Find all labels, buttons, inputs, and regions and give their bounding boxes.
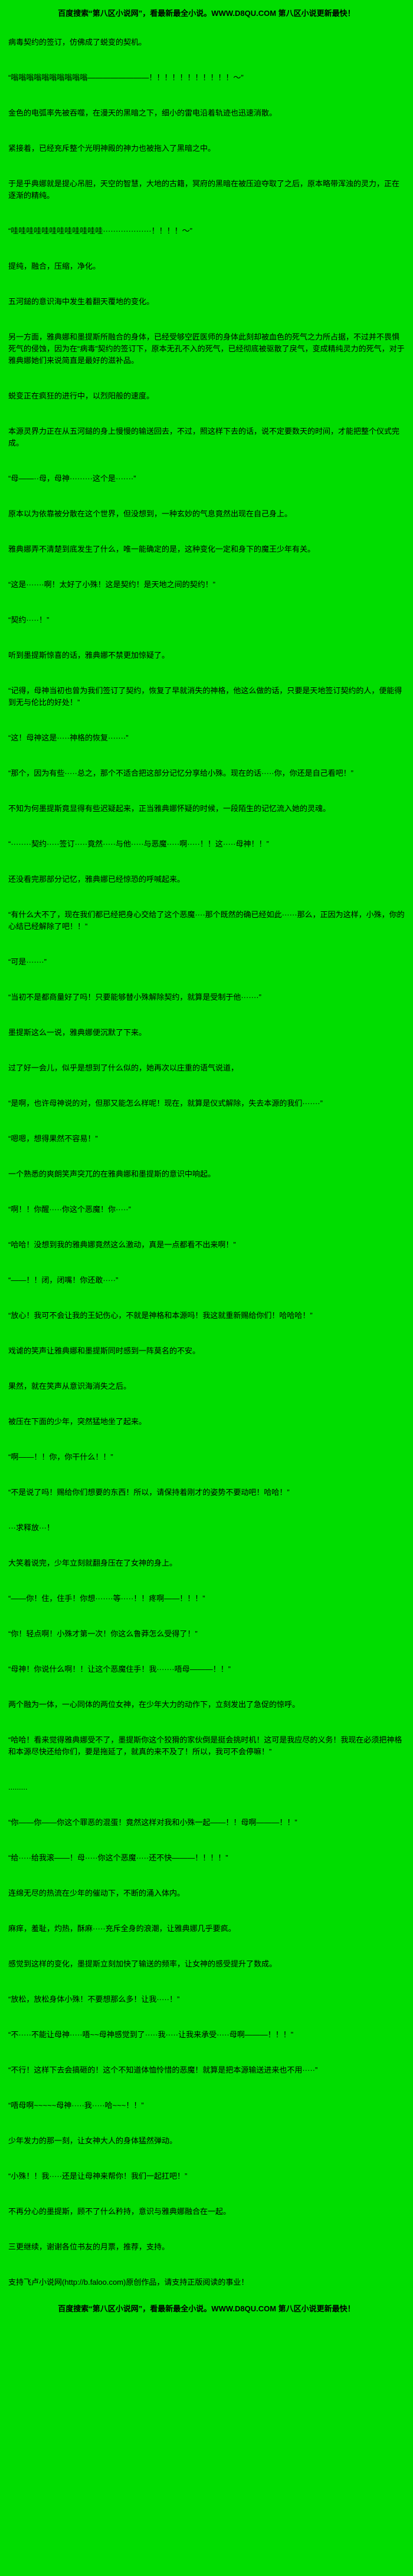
novel-paragraph: “哈哈！看来觉得雅典娜受不了，墨提斯你这个狡猾的家伙倒是挺会挑时机！这可是我应尽… (8, 1735, 402, 1756)
novel-paragraph: ···求释放···！ (8, 1523, 54, 1532)
footer-site-promo-link[interactable]: 百度搜索“第八区小说网”，看最新最全小说。WWW.D8QU.COM 第八区小说更… (58, 2304, 355, 2313)
novel-body-text: 病毒契约的签订，仿佛成了蜕变的契机。 “嗡嗡嗡嗡嗡嗡嗡嗡嗡嗡————————！！… (8, 37, 405, 2288)
novel-paragraph: “母——··母，母神·········这个是·······” (8, 474, 136, 483)
novel-paragraph: “哇哇哇哇哇哇哇哇哇哇哇哇···················！！！！～” (8, 226, 192, 235)
novel-paragraph: 感觉到这样的变化，墨提斯立刻加快了输送的频率，让女神的感受提升了数成。 (8, 1959, 277, 1968)
header-site-promo-link[interactable]: 百度搜索“第八区小说网”，看最新最全小说。WWW.D8QU.COM 第八区小说更… (58, 9, 355, 18)
novel-paragraph: 于是乎典娜就是提心吊胆，天空的智慧，大地的古籍，冥府的黑暗在被压迫夺取了之后，原… (8, 179, 400, 200)
novel-paragraph: “你！轻点啊！小殊才第一次！你这么鲁莽怎么受得了！” (8, 1629, 198, 1638)
novel-paragraph: “放松，放松身体小殊！不要想那么多！让我·····！” (8, 1995, 180, 2004)
novel-paragraph: “啊——！！你，你干什么！！” (8, 1452, 113, 1461)
novel-paragraph: 连绵无尽的热流在少年的催动下，不断的涌入体内。 (8, 1889, 185, 1898)
novel-paragraph: 不知为何墨提斯竟显得有些迟疑起来，正当雅典娜怀疑的时候，一段陌生的记忆流入她的灵… (8, 804, 331, 813)
novel-paragraph: “你——你——你这个罪恶的混蛋！竟然这样对我和小殊一起——！！母啊———！！” (8, 1818, 297, 1827)
novel-paragraph: “哈哈！没想到我的雅典娜竟然这么激动，真是一点都看不出来啊！” (8, 1240, 236, 1249)
novel-paragraph: 不再分心的墨提斯，顾不了什么矜持，意识与雅典娜融合在一起。 (8, 2207, 231, 2216)
novel-paragraph: 另一方面，雅典娜和墨提斯所融合的身体，已经受够空匠医师的身体此刻却被血色的死气之… (8, 332, 405, 365)
novel-paragraph: “当初不是都商量好了吗！只要能够替小殊解除契约，就算是受制于他·······” (8, 993, 261, 1002)
novel-paragraph: 还没看完那部分记忆，雅典娜已经惊恐的呼喊起来。 (8, 875, 185, 884)
novel-paragraph: ......... (8, 1783, 28, 1791)
novel-paragraph: “········契约·····签订·····竟然·····与他·····与恶魔… (8, 839, 269, 848)
novel-paragraph: 病毒契约的签订，仿佛成了蜕变的契机。 (8, 38, 147, 47)
novel-paragraph: “有什么大不了，现在我们都已经把身心交给了这个恶魔····那个既然的确已经如此·… (8, 910, 405, 931)
novel-paragraph: “——你！住，住手！你想·······等·····！！疼啊——！！！” (8, 1594, 205, 1603)
novel-paragraph: 雅典娜弄不清楚到底发生了什么，唯一能确定的是，这种变化一定和身下的魔王少年有关。 (8, 545, 316, 554)
novel-paragraph: 一个熟悉的爽朗笑声突兀的在雅典娜和墨提斯的意识中响起。 (8, 1170, 216, 1178)
novel-paragraph: “不·····不能让母神·····唔~~母神感觉到了·····我·····让我来… (8, 2030, 294, 2039)
novel-paragraph: 大笑着说完，少年立刻就翻身压在了女神的身上。 (8, 1559, 178, 1567)
novel-paragraph: 支持飞卢小说网(http://b.faloo.com)原创作品，请支持正版阅读的… (8, 2278, 249, 2287)
novel-paragraph: “放心！我可不会让我的王妃伤心，不就是神格和本源吗！我这就重新赐给你们！哈哈哈！… (8, 1311, 313, 1320)
novel-paragraph: “母神！你说什么啊！！让这个恶魔住手！我·······唔母———！！” (8, 1665, 231, 1674)
novel-paragraph: 五河鎚的意识海中发生着翻天覆地的变化。 (8, 297, 155, 306)
novel-paragraph: “啊！！你醒·····你这个恶魔！你·····” (8, 1205, 131, 1214)
novel-paragraph: “小殊！！我·····还是让母神来帮你！我们一起扛吧！” (8, 2172, 188, 2180)
novel-paragraph: “契约·····！” (8, 615, 50, 624)
novel-paragraph: 蜕变正在疯狂的进行中，以烈阳般的速度。 (8, 391, 155, 400)
novel-paragraph: “是啊，也许母神说的对，但那又能怎么样呢！现在，就算是仪式解除，失去本源的我们·… (8, 1099, 323, 1108)
novel-paragraph: 提纯，融合，压缩，净化。 (8, 262, 101, 271)
novel-paragraph: 果然，就在笑声从意识海消失之后。 (8, 1382, 132, 1391)
novel-paragraph: 本源灵界力正在从五河鎚的身上慢慢的输送回去，不过，照这样下去的话，说不定要数天的… (8, 427, 400, 447)
novel-paragraph: 麻痒，羞耻，灼热，酥麻·····充斥全身的浪潮，让雅典娜几乎要疯。 (8, 1924, 236, 1933)
novel-paragraph: “那个，因为有些·····总之，那个不适合把这部分记忆分享给小殊。现在的话···… (8, 769, 353, 778)
novel-paragraph: “这！母神这是·····神格的恢复·······” (8, 733, 129, 742)
novel-paragraph: “——！！闭，闭嘴！你还敢·····” (8, 1276, 119, 1284)
novel-paragraph: 原本以为依靠被分散在这个世界，但没想到，一种玄妙的气息竟然出现在自己身上。 (8, 509, 293, 518)
novel-paragraph: “给·····给我滚——！母·····你这个恶魔·····还不快———！！！！” (8, 1853, 228, 1862)
novel-paragraph: “不是说了吗！赐给你们想要的东西！所以，请保持着刚才的姿势不要动吧！哈哈！” (8, 1488, 290, 1497)
novel-paragraph: “可是·······” (8, 957, 47, 966)
novel-paragraph: 墨提斯这么一说，雅典娜便沉默了下来。 (8, 1028, 147, 1037)
novel-paragraph: 听到墨提斯惊喜的话，雅典娜不禁更加惊疑了。 (8, 651, 170, 660)
novel-paragraph: “嗯嗯，想得果然不容易！” (8, 1134, 98, 1143)
novel-paragraph: “不行！这样下去会搞砸的！这个不知道体恤怜惜的恶魔！就算是把本源输送进来也不用·… (8, 2066, 318, 2074)
novel-paragraph: “嗡嗡嗡嗡嗡嗡嗡嗡嗡嗡————————！！！！！！！！！！！～” (8, 73, 244, 82)
novel-paragraph: 三更继续，谢谢各位书友的月票，推荐，支持。 (8, 2242, 170, 2251)
novel-paragraph: 两个融为一体，一心同体的两位女神，在少年大力的动作下，立刻发出了急促的惊呼。 (8, 1700, 300, 1709)
novel-paragraph: 戏谑的笑声让雅典娜和墨提斯同时感到一阵莫名的不安。 (8, 1346, 201, 1355)
novel-paragraph: “这是·······啊！太好了小殊！这是契约！是天地之间的契约！” (8, 580, 215, 589)
novel-paragraph: “记得，母神当初也曾为我们签订了契约，恢复了早就消失的神格，他这么做的话，只要是… (8, 686, 402, 707)
novel-paragraph: 过了好一会儿，似乎是想到了什么似的，她再次以庄重的语气说道， (8, 1063, 239, 1072)
novel-paragraph: 少年发力的那一刻，让女神大人的身体猛然弹动。 (8, 2136, 178, 2145)
novel-paragraph: 紧接着，已经充斥整个光明神殿的神力也被拖入了黑暗之中。 (8, 144, 216, 153)
novel-paragraph: 被压在下面的少年，突然猛地坐了起来。 (8, 1417, 147, 1426)
novel-paragraph: 金色的电弧率先被吞噬，在漫天的黑暗之下，细小的雷电沿着轨迹也迅速消散。 (8, 108, 277, 117)
novel-paragraph: “唔母啊~~~~~母神·····我·····哈~~~！！” (8, 2101, 144, 2110)
